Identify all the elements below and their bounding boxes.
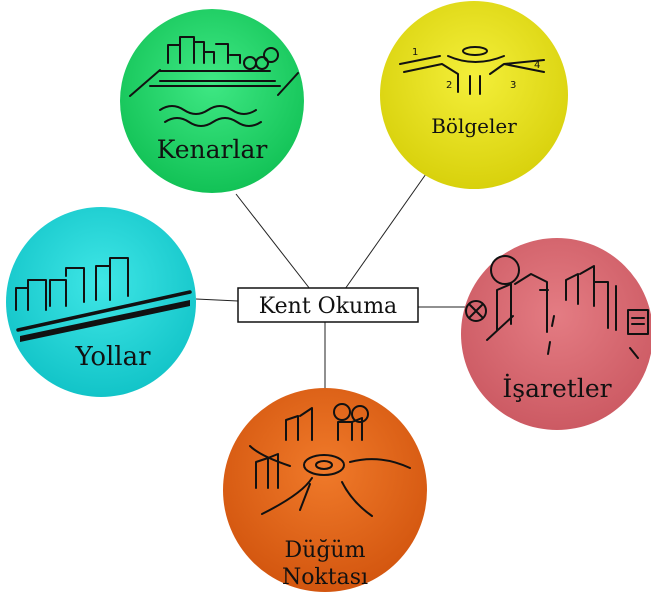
node-yollar[interactable]: Yollar [6, 207, 196, 397]
district-number-3: 3 [510, 80, 516, 91]
dugum-label-line2: Noktası [282, 565, 368, 590]
nodes-sketch-icon [249, 403, 411, 517]
bolgeler-label: Bölgeler [431, 114, 517, 138]
dugum-circle [223, 388, 427, 592]
node-kenarlar[interactable]: Kenarlar [120, 9, 304, 193]
connector-kenarlar [235, 193, 311, 290]
kenarlar-circle [120, 9, 304, 193]
kenarlar-label: Kenarlar [157, 135, 268, 164]
connector-bolgeler [344, 163, 434, 290]
landmarks-sketch-icon [465, 255, 649, 359]
districts-sketch-icon: 1 2 3 4 [399, 46, 545, 95]
node-bolgeler[interactable]: 1 2 3 4 Bölgeler [380, 1, 568, 189]
roads-sketch-icon [15, 257, 192, 342]
yollar-label: Yollar [74, 342, 151, 372]
connectors [195, 163, 466, 392]
center-box [237, 287, 419, 323]
connector-yollar [195, 298, 239, 302]
center-label: Kent Okuma [259, 294, 397, 319]
bolgeler-circle [380, 1, 568, 189]
district-number-2: 2 [446, 80, 452, 91]
node-isaretler[interactable]: İşaretler [461, 238, 651, 430]
dugum-label-line1: Düğüm [285, 538, 366, 563]
yollar-circle [6, 207, 196, 397]
district-number-4: 4 [534, 60, 540, 71]
district-number-1: 1 [412, 47, 418, 58]
x-sign-icon [465, 300, 487, 322]
center-node[interactable]: Kent Okuma [237, 287, 419, 323]
edges-sketch-icon [129, 36, 299, 127]
node-dugum[interactable]: Düğüm Noktası [223, 388, 427, 592]
isaretler-label: İşaretler [502, 374, 611, 403]
